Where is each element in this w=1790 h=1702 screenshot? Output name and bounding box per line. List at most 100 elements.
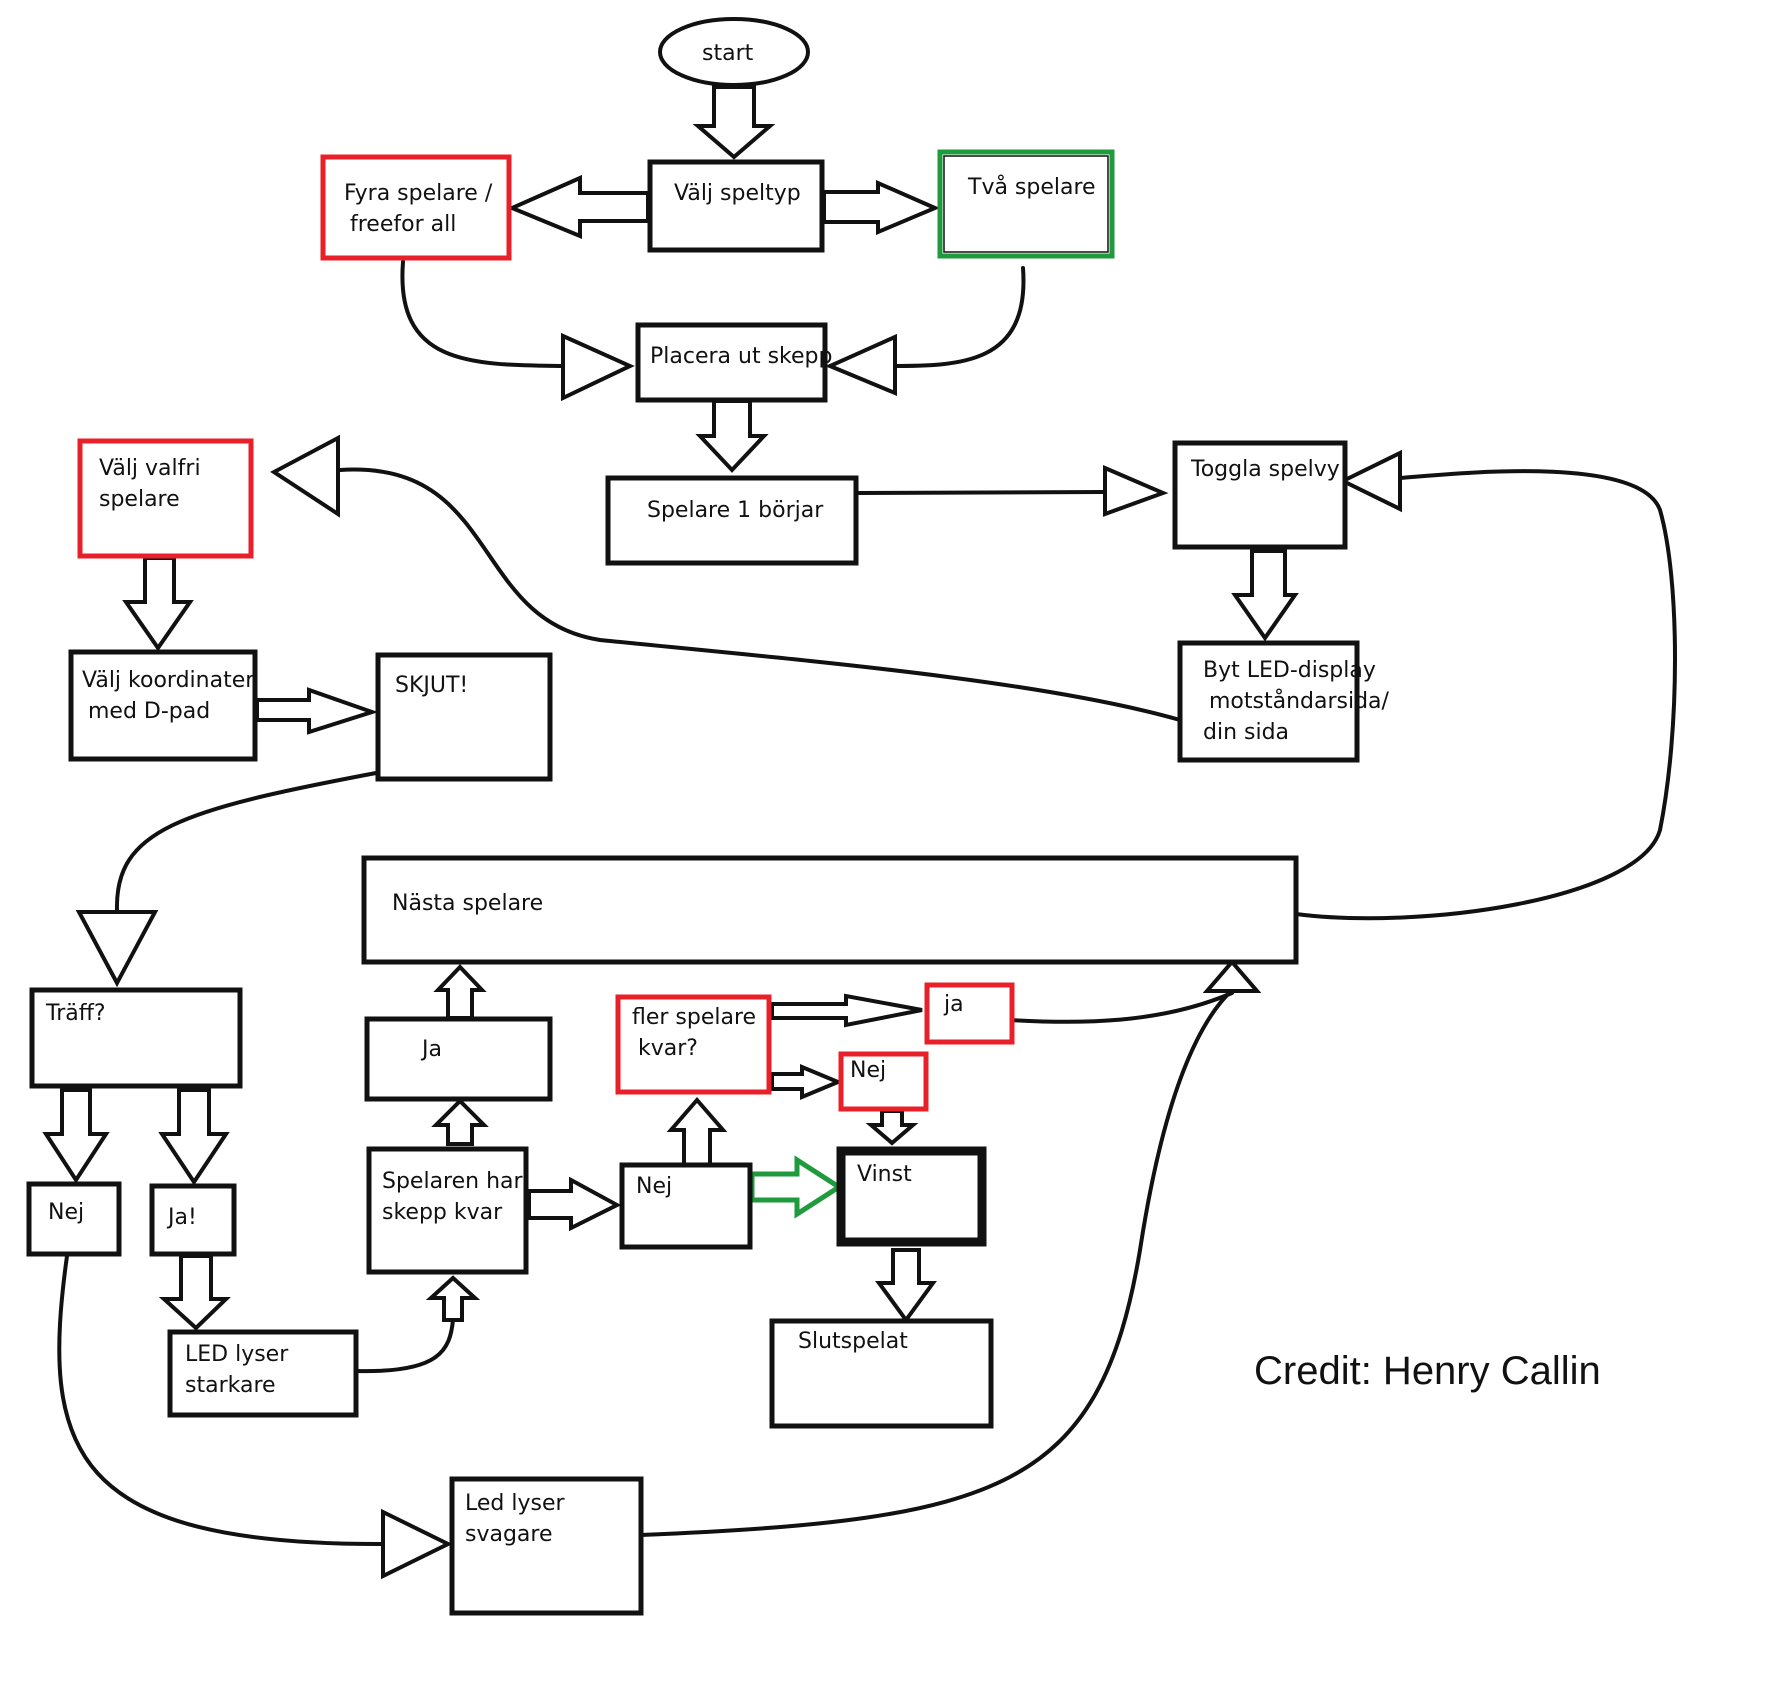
arrow-placera-down (695, 399, 769, 473)
label-fyra-spelare-1: Fyra spelare / (344, 181, 493, 206)
node-fler-spelare-kvar (615, 994, 772, 1095)
node-toggla-spelvy (1172, 440, 1348, 550)
arrow-to-fyra (506, 174, 650, 239)
connector-tva-to-placera (888, 266, 1026, 368)
label-fyra-spelare-2: freefor all (350, 212, 456, 237)
node-vinst (836, 1146, 987, 1247)
label-spelaren-har-1: Spelaren har (382, 1169, 524, 1194)
connector-byt-to-valfri (338, 467, 1182, 722)
node-start (658, 17, 810, 87)
arrow-spelaren-to-nej2 (527, 1176, 622, 1232)
label-led-svagare-1: Led lyser (465, 1491, 565, 1516)
node-valj-speltyp (647, 159, 825, 253)
arrow-traff-to-ja (158, 1088, 230, 1186)
connector-ledstarkare-to-spelaren (355, 1318, 455, 1374)
node-valj-valfri-spelare (77, 438, 254, 559)
arrow-to-spelaren (425, 1275, 481, 1322)
label-valj-valfri-2: spelare (99, 487, 180, 512)
arrow-to-placera-right (824, 333, 897, 396)
label-valj-koord-2: med D-pad (88, 699, 210, 724)
label-led-starkare-1: LED lyser (185, 1342, 289, 1367)
arrow-start-down (692, 85, 776, 160)
label-byt-led-1: Byt LED-display (1203, 658, 1376, 683)
arrow-to-ledsvagare (381, 1508, 453, 1580)
connector-nej-to-ledsvagare (57, 1254, 385, 1547)
node-nasta-spelare (361, 855, 1299, 965)
node-spelaren-har-skepp (366, 1146, 529, 1275)
arrow-ja-to-ledstarkare (158, 1254, 231, 1331)
label-start: start (702, 41, 754, 66)
label-ja-3: ja (943, 992, 964, 1017)
arrow-to-toggla (1103, 464, 1169, 517)
node-traff (29, 987, 243, 1089)
connector-nasta-to-toggla (1294, 469, 1677, 921)
node-valj-koordinater (68, 649, 258, 762)
arrow-fler-to-nej3 (770, 1064, 844, 1100)
label-fler-spelare-2: kvar? (638, 1036, 698, 1061)
label-byt-led-2: motståndarsida/ (1209, 688, 1390, 714)
label-tva-spelare: Två spelare (967, 174, 1096, 200)
node-byt-led-display (1177, 640, 1360, 763)
label-led-starkare-2: starkare (185, 1373, 276, 1398)
connector-ledsvagare-to-nasta (639, 988, 1234, 1537)
arrow-valfri-down (122, 556, 194, 652)
node-spelare1-borjar (605, 475, 859, 566)
arrow-nej2-to-vinst-green (749, 1155, 844, 1219)
arrow-to-skjut (255, 687, 379, 735)
connector-spelare1-to-toggla (855, 490, 1107, 495)
label-valj-koord-1: Välj koordinater (82, 668, 255, 693)
node-nej-2 (619, 1162, 753, 1250)
node-nej-3 (838, 1051, 929, 1112)
arrow-to-toggla-right (1338, 449, 1402, 513)
node-slutspelat (769, 1318, 994, 1429)
node-tva-spelare (937, 149, 1115, 259)
label-valj-valfri-1: Välj valfri (99, 456, 201, 481)
node-ja-3 (924, 982, 1015, 1045)
arrow-to-nasta-bottom (1202, 958, 1262, 993)
arrow-vinst-to-slutspelat (875, 1248, 937, 1324)
arrow-toggla-down (1231, 549, 1299, 642)
node-skjut (375, 652, 553, 782)
arrow-nej3-to-vinst (865, 1109, 919, 1146)
label-slutspelat: Slutspelat (798, 1329, 908, 1354)
label-nasta-spelare: Nästa spelare (392, 891, 543, 916)
arrow-fler-to-ja3 (770, 993, 923, 1028)
connector-ja3-to-nasta (1008, 991, 1234, 1024)
label-toggla-spelvy: Toggla spelvy (1190, 457, 1340, 482)
label-nej-2: Nej (636, 1174, 672, 1199)
label-ja-2: Ja (420, 1037, 442, 1062)
connector-skjut-to-traff (114, 771, 378, 912)
node-led-svagare (449, 1476, 644, 1616)
node-placera-ut-skepp (635, 322, 828, 403)
node-ja-1 (149, 1183, 237, 1257)
node-tva-spelare-inner (943, 155, 1109, 253)
label-placera-ut-skepp: Placera ut skepp (650, 344, 832, 369)
arrow-to-traff (75, 910, 159, 988)
label-ja-1: Ja! (166, 1205, 197, 1230)
label-nej-3: Nej (850, 1058, 886, 1083)
arrow-traff-to-nej (42, 1088, 110, 1184)
label-valj-speltyp: Välj speltyp (674, 181, 801, 206)
label-spelare1-borjar: Spelare 1 börjar (647, 498, 824, 523)
connector-fyra-to-placera (400, 260, 565, 368)
credit-text: Credit: Henry Callin (1254, 1349, 1601, 1393)
label-spelaren-har-2: skepp kvar (382, 1200, 503, 1225)
label-skjut: SKJUT! (395, 673, 468, 698)
node-ja-2 (364, 1016, 553, 1102)
arrow-to-placera-left (561, 332, 635, 402)
arrow-nej2-to-fler (666, 1096, 728, 1168)
arrow-to-valfri (270, 434, 340, 518)
label-vinst: Vinst (857, 1162, 912, 1187)
label-byt-led-3: din sida (1203, 720, 1289, 745)
arrow-spelaren-to-ja2 (431, 1098, 489, 1146)
label-led-svagare-2: svagare (465, 1522, 553, 1547)
arrow-to-tva (822, 179, 941, 236)
arrow-ja2-to-nasta (433, 964, 487, 1020)
node-fyra-spelare (320, 154, 512, 261)
label-nej-1: Nej (48, 1200, 84, 1225)
node-led-starkare (167, 1329, 359, 1418)
label-traff: Träff? (45, 1001, 106, 1026)
node-nej-1 (26, 1181, 122, 1257)
label-fler-spelare-1: fler spelare (632, 1005, 756, 1030)
